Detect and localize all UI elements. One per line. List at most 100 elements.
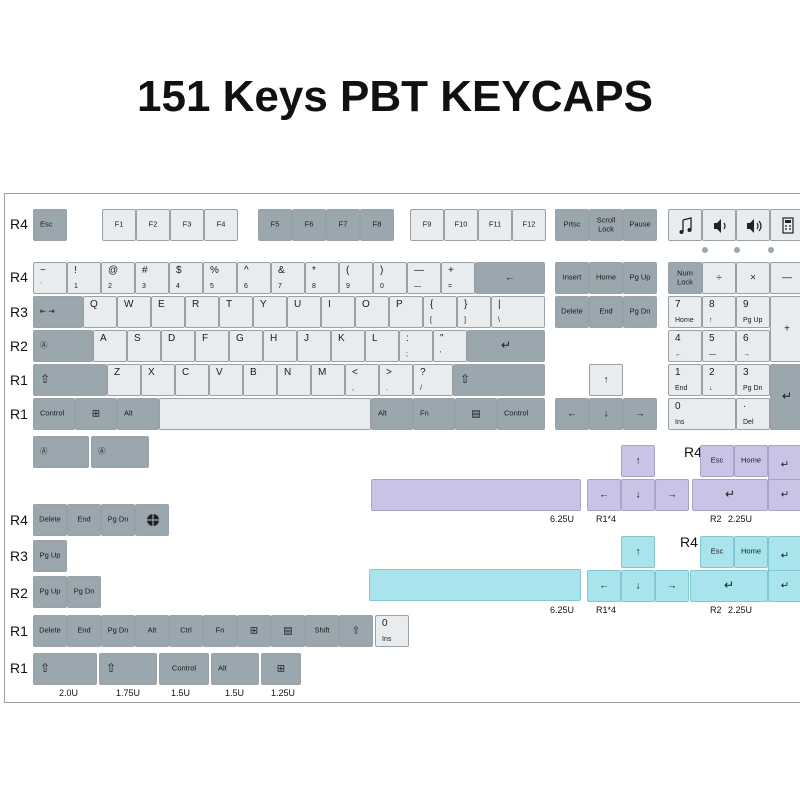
quote-key-top-legend: " xyxy=(440,333,444,344)
cyan-enter-tall-key: ↵ xyxy=(768,536,800,576)
size-label: 2.25U xyxy=(728,605,753,615)
number-key-top-legend: # xyxy=(142,265,148,276)
slash-key: ?/ xyxy=(413,364,453,396)
size-label: R1*4 xyxy=(596,605,617,615)
numpad-8-key: 8↑ xyxy=(702,296,736,328)
function-key: F5 xyxy=(258,209,292,241)
fn-key-label: Fn xyxy=(420,408,429,418)
letter-key-bottom-top-legend: B xyxy=(250,367,257,378)
letter-key: U xyxy=(287,296,321,328)
numpad-dot-key-top-legend: · xyxy=(743,401,747,412)
numpad-4-key: 4← xyxy=(668,330,702,362)
purple-home-key-label: Home xyxy=(740,455,761,465)
purple-esc-key: Esc xyxy=(700,445,734,477)
numpad-enter-key-label: ↵ xyxy=(781,389,793,404)
number-key: $4 xyxy=(169,262,203,294)
purple-arrow-right-key: → xyxy=(655,479,689,511)
cyan-enter-key-label: ↵ xyxy=(723,578,735,593)
letter-key-bottom: M xyxy=(311,364,345,396)
period-key-bottom-legend: . xyxy=(386,385,388,392)
home-key: Home xyxy=(589,262,623,294)
letter-key-bottom-top-legend: N xyxy=(284,367,292,378)
letter-key-bottom: B xyxy=(243,364,277,396)
delete-key: Delete xyxy=(555,296,589,328)
prtsc-key-label: Prtsc xyxy=(563,219,581,229)
number-key-top-legend: $ xyxy=(176,265,182,276)
letter-key-top-legend: U xyxy=(294,299,302,310)
alt-r1-key-label: Alt xyxy=(147,625,157,635)
numpad-8-key-bottom-legend: ↑ xyxy=(709,317,713,324)
numpad-6-key-bottom-legend: → xyxy=(743,351,750,358)
left-control-key-label: Control xyxy=(40,408,65,418)
arrow-left-key: ← xyxy=(555,398,589,430)
size-label: 1.5U xyxy=(225,688,245,698)
pgup-alt-key-2: Pg Up xyxy=(33,576,67,608)
semicolon-key: :; xyxy=(399,330,433,362)
function-key: F1 xyxy=(102,209,136,241)
slash-key-top-legend: ? xyxy=(420,367,426,378)
right-control-key-label: Control xyxy=(504,408,529,418)
letter-key: Y xyxy=(253,296,287,328)
size-label: 1.5U xyxy=(171,688,191,698)
numpad-enter-key: ↵ xyxy=(770,364,800,430)
win-r1-key-label: ⊞ xyxy=(249,625,259,637)
numlock-key-label: Num Lock xyxy=(677,268,693,286)
caps-lock-key: Ⓐ xyxy=(33,330,93,362)
letter-key-home-top-legend: A xyxy=(100,333,107,344)
quote-key-bottom-legend: ' xyxy=(440,351,442,358)
letter-key-home: G xyxy=(229,330,263,362)
shift-2u-key-label: ⇧ xyxy=(40,661,51,676)
number-key-top-legend: ^ xyxy=(244,265,249,276)
letter-key-top-legend: Q xyxy=(90,299,98,310)
music-note-icon xyxy=(668,209,702,241)
letter-key-home: D xyxy=(161,330,195,362)
left-control-key: Control xyxy=(33,398,75,430)
size-label: R2 xyxy=(710,514,722,524)
purple-arrow-down-key: ↓ xyxy=(621,479,655,511)
number-key: @2 xyxy=(101,262,135,294)
numpad-4-key-bottom-legend: ← xyxy=(675,351,682,358)
number-key-top-legend: — xyxy=(414,265,424,276)
row-label: R4 xyxy=(10,216,28,232)
letter-key-home-top-legend: K xyxy=(338,333,345,344)
letter-key-home-top-legend: F xyxy=(202,333,209,344)
number-key: *8 xyxy=(305,262,339,294)
purple-arrow-up-key-label: ↑ xyxy=(635,455,641,467)
number-key-top-legend: & xyxy=(278,265,285,276)
cyan-arrow-up-key: ↑ xyxy=(621,536,655,568)
esc-key-label: Esc xyxy=(40,219,53,229)
letter-key-home-top-legend: D xyxy=(168,333,176,344)
right-bracket-key-bottom-legend: ] xyxy=(464,317,466,324)
pgup-alt-key: Pg Up xyxy=(33,540,67,572)
function-key-label: F6 xyxy=(304,219,314,229)
letter-key-home-top-legend: J xyxy=(304,333,309,344)
letter-key: O xyxy=(355,296,389,328)
letter-key-home: A xyxy=(93,330,127,362)
purple-enter-tall-key: ↵ xyxy=(768,445,800,485)
number-key-bottom-legend: 1 xyxy=(74,283,78,290)
ctrl-r1-key: Ctrl xyxy=(169,615,203,647)
insert-key: Insert xyxy=(555,262,589,294)
delete-key-label: Delete xyxy=(561,306,583,316)
caps-lock-alt-key-label: Ⓐ xyxy=(40,446,48,456)
delete-alt-key: Delete xyxy=(33,504,67,536)
letter-key-home-top-legend: G xyxy=(236,333,244,344)
led-indicator-dot xyxy=(702,247,708,253)
letter-key-home: H xyxy=(263,330,297,362)
fn-r1-key: Fn xyxy=(203,615,237,647)
ctrl-r1-key-label: Ctrl xyxy=(180,625,192,635)
pause-key-label: Pause xyxy=(629,219,651,229)
numlock-key: Num Lock xyxy=(668,262,702,294)
pgdn-key: Pg Dn xyxy=(623,296,657,328)
number-key: !1 xyxy=(67,262,101,294)
size-label: 6.25U xyxy=(550,605,575,615)
backslash-key-top-legend: | xyxy=(498,299,501,310)
backslash-key: |\ xyxy=(491,296,545,328)
letter-key-home: J xyxy=(297,330,331,362)
pgdn-alt-key: Pg Dn xyxy=(101,504,135,536)
numpad-4-key-top-legend: 4 xyxy=(675,333,681,344)
volume-down-icon xyxy=(714,219,726,233)
function-key-label: F4 xyxy=(216,219,226,229)
letter-key-home-top-legend: S xyxy=(134,333,141,344)
